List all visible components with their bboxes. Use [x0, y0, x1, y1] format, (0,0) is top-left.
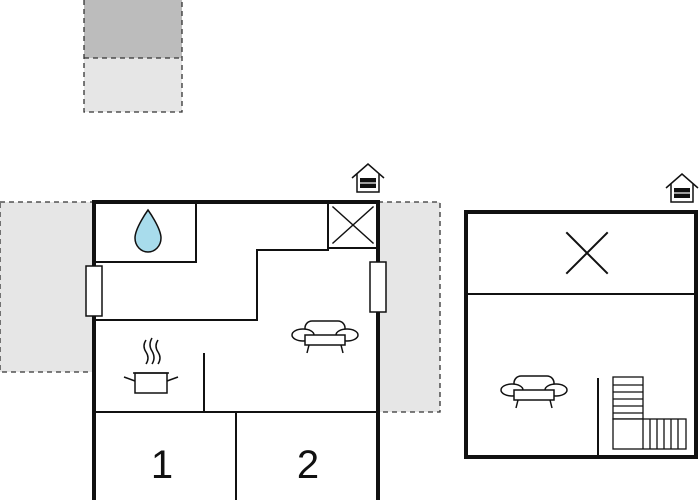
outer-wall	[92, 200, 380, 500]
house-entrance-icon	[665, 173, 699, 203]
upper-floor	[464, 210, 698, 459]
sofa-icon	[291, 320, 359, 354]
storage-cross-icon	[327, 201, 379, 249]
terrace-left	[0, 201, 95, 373]
house-entrance-icon	[351, 163, 385, 193]
staircase-icon	[612, 376, 687, 450]
window-icon	[369, 261, 387, 313]
upper-outer-wall	[464, 210, 698, 459]
void-cross-icon	[565, 231, 609, 275]
terrace-right	[377, 201, 441, 413]
bedroom-2-number: 2	[297, 443, 319, 487]
ground-floor	[92, 200, 380, 500]
cooking-pot-icon	[123, 337, 179, 394]
sofa-icon	[500, 375, 568, 409]
window-icon	[85, 265, 103, 317]
water-drop-icon	[134, 208, 162, 253]
terrace-top	[83, 0, 183, 113]
bedroom-1-number: 1	[151, 443, 173, 487]
bathroom	[93, 201, 197, 263]
